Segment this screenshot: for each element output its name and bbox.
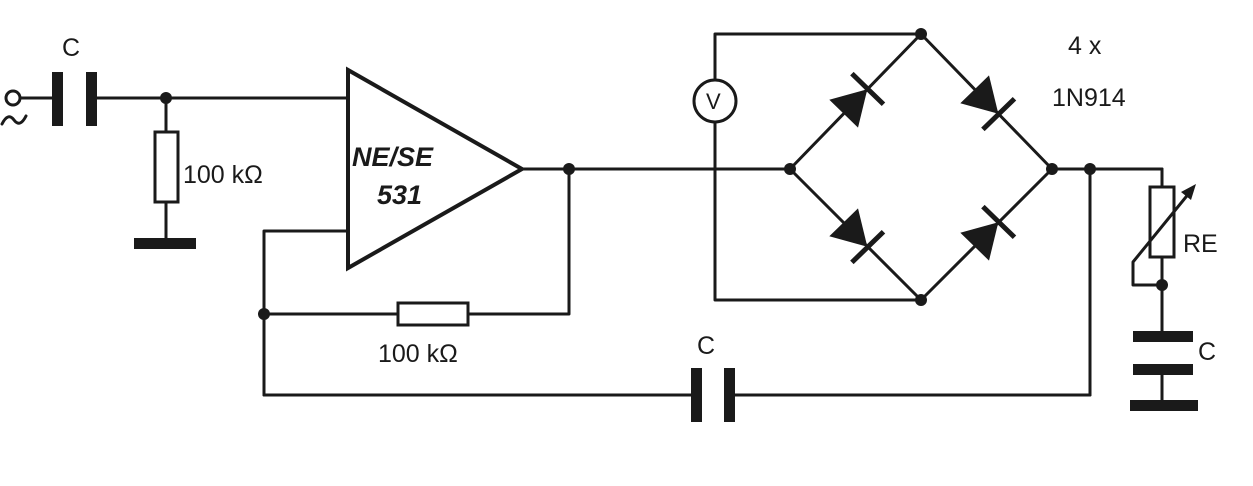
amplifier-label-line1: NE/SE bbox=[352, 142, 434, 172]
ac-source-icon bbox=[0, 114, 28, 126]
meter-wire bbox=[713, 120, 923, 302]
diode-icon bbox=[960, 75, 1017, 132]
junction-node bbox=[258, 308, 270, 320]
ground-icon bbox=[1130, 400, 1198, 411]
diode-icon bbox=[829, 71, 886, 128]
voltmeter-icon: V bbox=[692, 78, 738, 124]
ground-icon bbox=[134, 238, 196, 249]
feedback-capacitor bbox=[691, 368, 735, 422]
feedback-wire bbox=[466, 167, 571, 316]
bridge-rectifier bbox=[784, 28, 1058, 306]
diode-icon bbox=[829, 208, 886, 265]
re-label: RE bbox=[1183, 230, 1218, 258]
feedback-resistor-label: 100 kΩ bbox=[378, 340, 458, 368]
input-terminal bbox=[0, 89, 28, 126]
input-resistor-label: 100 kΩ bbox=[183, 161, 263, 189]
amplifier: NE/SE 531 bbox=[346, 66, 527, 272]
meter-wire bbox=[713, 32, 923, 82]
amplifier-label-line2: 531 bbox=[377, 180, 422, 210]
feedback-resistor bbox=[396, 301, 470, 327]
voltmeter-label: V bbox=[706, 89, 721, 114]
input-resistor bbox=[153, 96, 180, 240]
inverting-input-wire bbox=[262, 229, 350, 397]
diode-icon bbox=[960, 204, 1017, 261]
input-capacitor bbox=[52, 72, 97, 126]
adjustable-resistor-re bbox=[1131, 167, 1196, 287]
diode-type-label: 1N914 bbox=[1052, 84, 1126, 112]
output-capacitor bbox=[1133, 331, 1193, 375]
diode-count-label: 4 x bbox=[1068, 32, 1102, 60]
feedback-capacitor-label: C bbox=[697, 332, 715, 360]
output-capacitor-label: C bbox=[1198, 338, 1216, 366]
input-capacitor-label: C bbox=[62, 34, 80, 62]
